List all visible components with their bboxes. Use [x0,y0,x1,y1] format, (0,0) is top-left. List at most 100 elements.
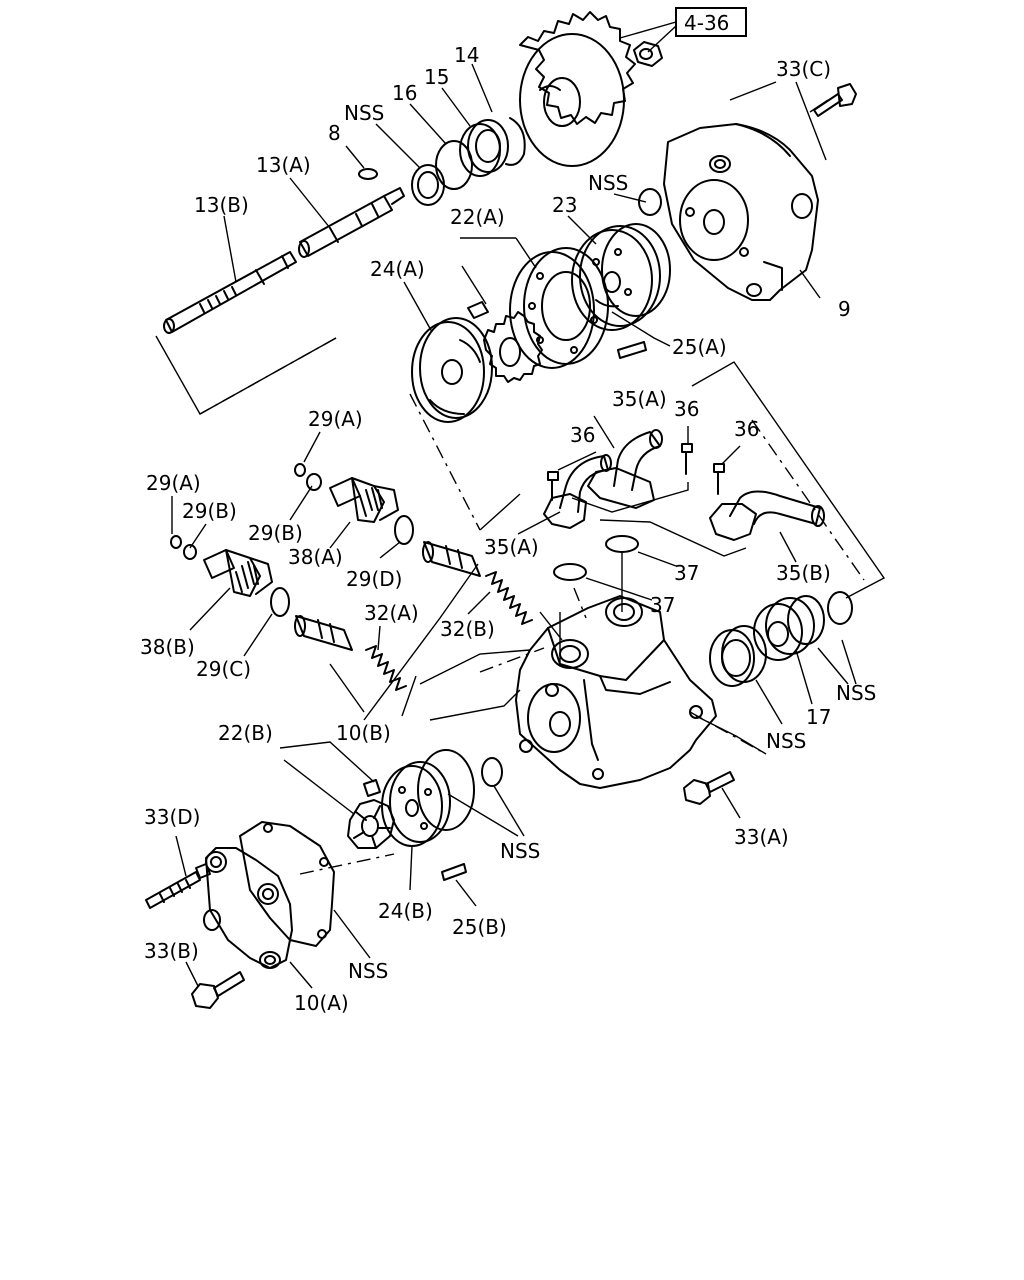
oring-nss-plate-a [417,749,475,831]
valve-spool-lower [294,615,353,651]
label-nss-right: NSS [836,681,876,705]
fitting-38b [203,549,273,597]
bolt-36-a [547,471,559,501]
label-33b: 33(B) [144,939,199,963]
spring-32a [365,645,407,691]
label-36-right: 36 [734,417,759,441]
key-8 [358,168,378,180]
label-32b: 32(B) [440,617,495,641]
oring-29d [394,515,414,545]
gear-nut [633,41,663,67]
label-33a: 33(A) [734,825,789,849]
bolt-33c [813,83,857,117]
label-24b: 24(B) [378,899,433,923]
label-29b-lower: 29(B) [182,499,237,523]
key-22a [467,301,489,319]
label-37-upper: 37 [674,561,699,585]
label-35a-top: 35(A) [612,387,667,411]
shaft-13b [163,251,297,334]
oring-29a-upper [294,463,306,477]
label-22b: 22(B) [218,721,273,745]
oring-37-lower [553,563,587,581]
label-25a: 25(A) [672,335,727,359]
oring-nss-cover [638,188,662,216]
label-nss-bearing: NSS [766,729,806,753]
label-nss-cover: NSS [588,171,628,195]
label-29a-upper: 29(A) [308,407,363,431]
snap-ring-14 [505,117,526,166]
bolt-36-c [713,463,725,495]
seal-17 [753,597,815,661]
gasket-nss [239,821,335,947]
ring-16 [435,140,473,190]
label-32a: 32(A) [364,601,419,625]
bolt-33a [683,771,735,805]
label-13a: 13(A) [256,153,311,177]
bolt-36-b [681,443,693,475]
label-17: 17 [806,705,831,729]
vane-rotor-22b [347,799,395,849]
label-10a: 10(A) [294,991,349,1015]
key-22b [363,779,381,797]
label-22a: 22(A) [450,205,505,229]
elbow-35b [709,490,825,541]
leader-lines [171,63,886,989]
label-37-lower: 37 [650,593,675,617]
drive-gear [519,11,636,167]
label-8: 8 [328,121,341,145]
oring-29a-lower [170,535,182,549]
label-10b: 10(B) [336,721,391,745]
pin-25b [441,863,467,881]
label-29d: 29(D) [346,567,402,591]
bearing-nss-right [709,625,767,687]
label-16: 16 [392,81,417,105]
label-33c: 33(C) [776,57,831,81]
rotor-gear [483,311,543,383]
oring-nss-plate-b [481,757,503,787]
cam-ring-22a [509,247,609,369]
rear-cover-10a [203,847,293,969]
elbow-35a-left [543,454,612,529]
bearing-15 [459,119,509,177]
shaft-13a [298,187,405,258]
spring-32b [485,571,533,625]
label-nss-top: NSS [344,101,384,125]
label-14: 14 [454,43,479,67]
elbow-35a-upper [587,429,663,509]
label-13b: 13(B) [194,193,249,217]
label-36-left: 36 [570,423,595,447]
label-23: 23 [552,193,577,217]
label-33d: 33(D) [144,805,200,829]
pressure-plate-24a [411,317,493,423]
reference-box[interactable]: 4-36 [675,7,747,37]
oring-37-upper [605,535,639,553]
label-25b: 25(B) [452,915,507,939]
oring-nss-right-a [787,595,825,645]
label-29b-upper: 29(B) [248,521,303,545]
plate-24b [381,761,451,847]
label-9: 9 [838,297,851,321]
label-36-middle: 36 [674,397,699,421]
reference-box-label: 4-36 [684,11,729,35]
label-29c: 29(C) [196,657,251,681]
oring-nss-right-b [827,591,853,625]
oring-29b-upper [306,473,322,491]
bolt-33d [145,863,211,909]
pump-body-10b [515,595,717,789]
oring-23 [601,223,671,317]
label-35a-lower: 35(A) [484,535,539,559]
oring-29b-lower [183,544,197,560]
valve-spool-upper [422,541,481,577]
fitting-38a [329,477,399,523]
label-nss-gasket: NSS [348,959,388,983]
label-38a: 38(A) [288,545,343,569]
pin-25a [617,341,647,359]
label-nss-plate: NSS [500,839,540,863]
label-29a-lower: 29(A) [146,471,201,495]
oring-29c [270,587,290,617]
label-15: 15 [424,65,449,89]
label-35b: 35(B) [776,561,831,585]
seal-ring-nss-top [411,164,445,206]
bolt-33b [191,971,245,1009]
